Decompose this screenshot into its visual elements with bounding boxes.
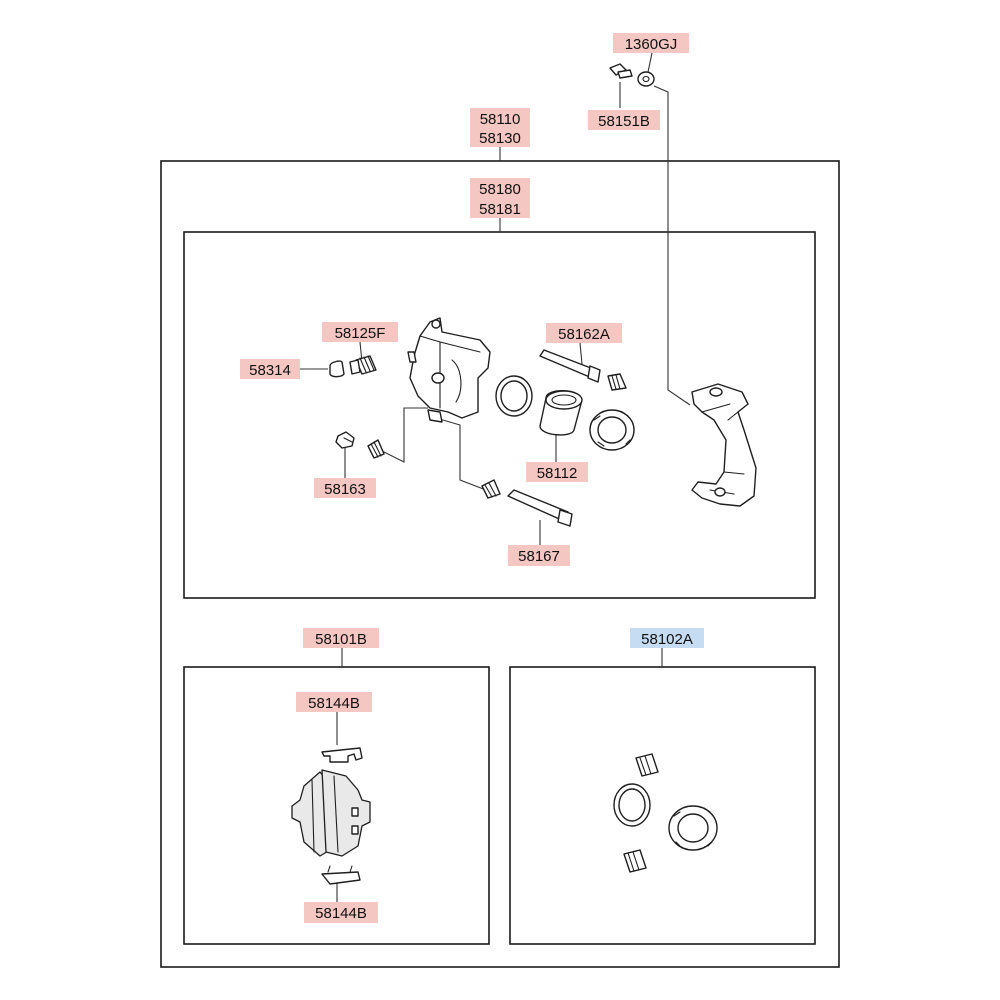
svg-text:58167: 58167 [518,548,560,565]
svg-text:58181: 58181 [479,201,521,218]
label-58144B-bottom[interactable]: 58144B [304,902,378,923]
label-58112[interactable]: 58112 [526,462,588,482]
anti-rattle-clip-bottom [321,865,361,885]
label-58130[interactable]: 58130 [470,128,530,147]
kit-boot-lower [623,849,647,873]
svg-text:58102A: 58102A [641,631,693,648]
svg-text:58125F: 58125F [335,325,386,342]
label-58125F[interactable]: 58125F [322,322,398,342]
leader-lines [300,52,691,902]
guide-pin-boot-upper [607,373,627,391]
label-58144B-top[interactable]: 58144B [296,692,372,712]
guide-boot-lower [481,479,501,499]
label-58167[interactable]: 58167 [508,545,570,566]
svg-text:58162A: 58162A [558,326,610,343]
svg-text:58110: 58110 [480,111,521,128]
outer-assembly-frame [160,160,840,968]
kit-dust-boot [668,805,718,851]
caliper-housing-58181 [407,317,491,423]
kit-seal-ring [613,783,651,827]
label-58162A[interactable]: 58162A [546,323,622,343]
label-58181[interactable]: 58181 [470,198,530,218]
svg-text:58314: 58314 [249,362,291,379]
label-58163[interactable]: 58163 [314,478,376,498]
washer-1360GJ [637,71,655,87]
label-58151B[interactable]: 58151B [588,110,660,130]
label-58314[interactable]: 58314 [240,359,300,379]
label-58102A[interactable]: 58102A [630,628,704,648]
svg-text:1360GJ: 1360GJ [625,36,678,53]
svg-text:58101B: 58101B [315,631,367,648]
caliper-bracket [691,383,757,507]
guide-bolt-58163 [335,431,355,449]
bleeder-cap-58314 [329,360,345,378]
svg-text:58144B: 58144B [315,905,367,922]
label-58180[interactable]: 58180 [470,178,530,198]
label-58110[interactable]: 58110 [470,108,530,128]
svg-text:58163: 58163 [324,481,366,498]
svg-text:58180: 58180 [479,181,521,198]
svg-text:58130: 58130 [479,130,521,147]
label-58101B[interactable]: 58101B [303,628,379,648]
piston-seal-ring [495,375,533,417]
guide-pin-58162A [539,349,601,383]
svg-text:58112: 58112 [537,465,578,482]
pad-kit-frame [183,666,490,945]
svg-text:58144B: 58144B [308,695,360,712]
anti-rattle-clip-top [321,747,363,763]
guide-bushing [367,439,385,459]
guide-pin-58167 [507,489,573,527]
seal-kit-frame [509,666,816,945]
bolt-58151B [609,63,633,79]
dust-boot [589,409,635,451]
piston-58112 [539,390,583,436]
kit-boot-upper [635,753,659,777]
bleeder-screw-58125F [349,355,377,375]
brake-pad-right [321,769,371,857]
label-1360GJ[interactable]: 1360GJ [613,33,689,53]
svg-text:58151B: 58151B [598,113,650,130]
